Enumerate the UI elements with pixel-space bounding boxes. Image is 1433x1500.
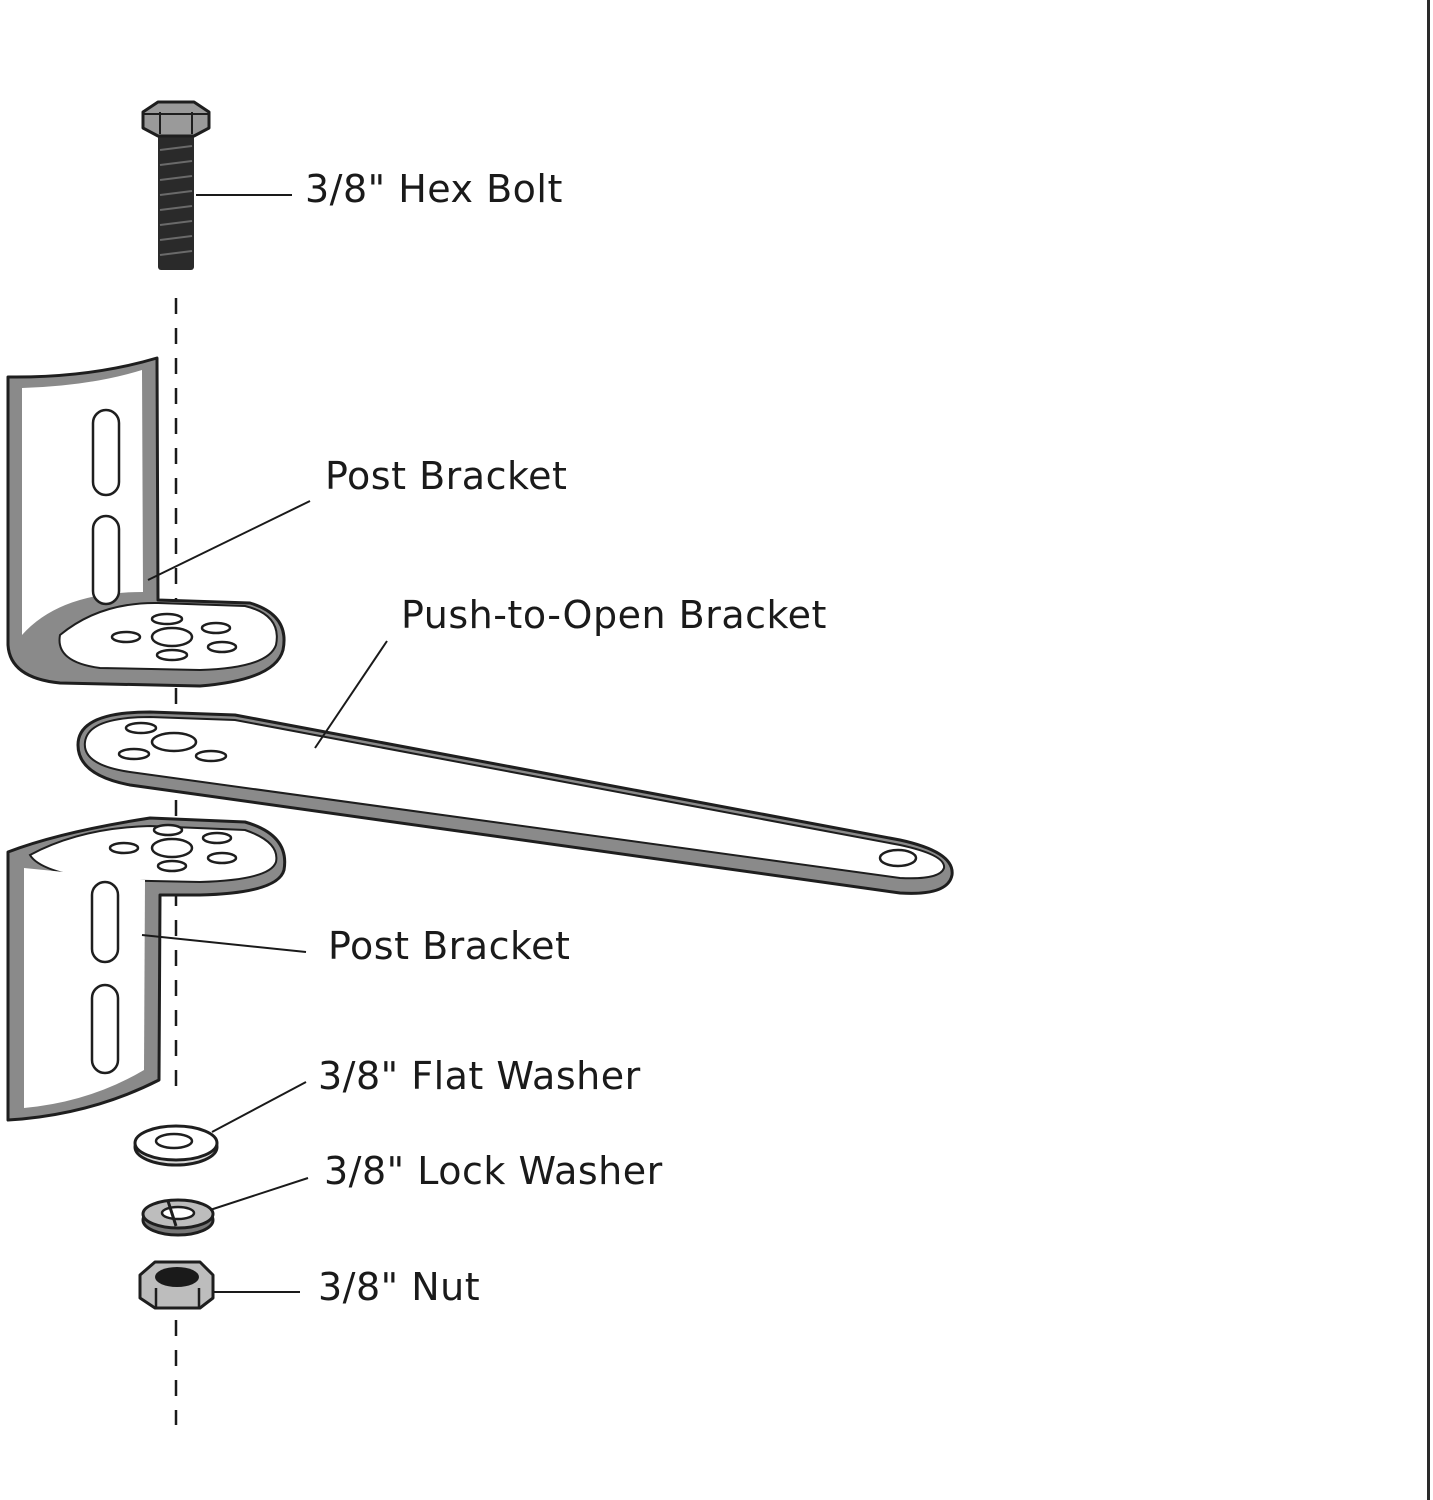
lock-washer xyxy=(141,1198,215,1237)
post-bracket-bottom xyxy=(6,816,287,1122)
flat-washer xyxy=(133,1124,219,1167)
push-to-open-bracket-face xyxy=(83,715,946,880)
push-to-open-bracket xyxy=(76,710,954,895)
label-nut: 3/8" Nut xyxy=(318,1265,480,1309)
hex-nut xyxy=(138,1260,215,1310)
leader-lock-washer xyxy=(209,1177,309,1211)
bolt-hex-head xyxy=(141,100,211,138)
post-bracket-bottom-vertical-face xyxy=(24,868,145,1108)
bolt-shank xyxy=(158,130,194,270)
leader-push-to-open-bracket xyxy=(314,640,388,749)
label-hex-bolt: 3/8" Hex Bolt xyxy=(305,167,563,211)
label-post-bracket-top: Post Bracket xyxy=(325,454,567,498)
leader-flat-washer xyxy=(211,1081,307,1133)
right-border-line xyxy=(1427,0,1430,1500)
bolt-threads xyxy=(159,145,193,256)
label-flat-washer: 3/8" Flat Washer xyxy=(318,1054,641,1098)
hex-bolt xyxy=(141,100,211,270)
post-bracket-top xyxy=(6,356,286,688)
leader-post-bracket-bottom xyxy=(141,934,307,953)
label-post-bracket-bottom: Post Bracket xyxy=(328,924,570,968)
label-lock-washer: 3/8" Lock Washer xyxy=(324,1149,663,1193)
leader-post-bracket-top xyxy=(147,500,311,581)
label-push-to-open-bracket: Push-to-Open Bracket xyxy=(401,593,827,637)
